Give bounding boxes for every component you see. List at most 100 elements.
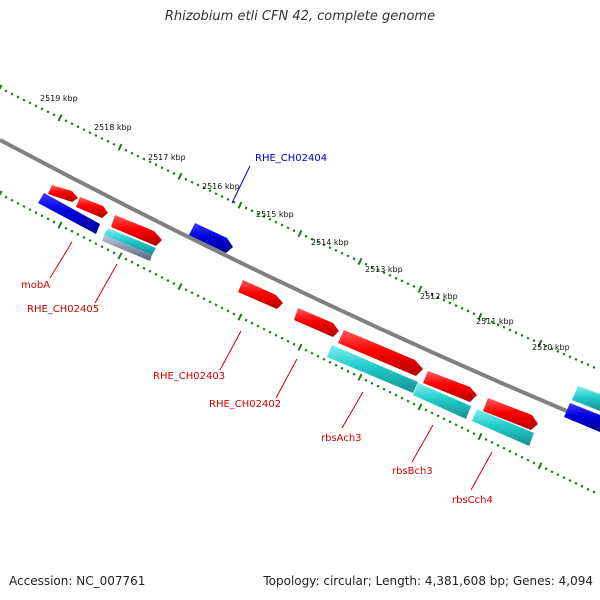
outer-scale-minor-tick [262,215,266,218]
gene-arrow-forward[interactable] [483,398,538,430]
inner-scale-minor-tick [346,369,350,373]
outer-scale-minor-tick [448,301,452,305]
gene-label-rbsBch3[interactable]: rbsBch3 [392,466,433,477]
outer-scale-minor-tick [568,355,572,359]
gene-arrow-forward[interactable] [76,197,108,218]
kbp-label-2510: 2510 kbp [532,343,570,352]
outer-scale-major-tick [177,172,183,180]
inner-scale-minor-tick [106,248,110,252]
outer-scale-minor-tick [514,331,518,335]
inner-scale-minor-tick [388,390,392,394]
kbp-label-2519: 2519 kbp [40,94,78,103]
gene-arrow-mobA-reverse[interactable] [38,193,100,234]
inner-scale-minor-tick [196,294,200,298]
inner-scale-minor-tick [364,378,368,382]
outer-scale-minor-tick [226,197,230,201]
inner-scale-minor-tick [508,449,512,453]
inner-scale-minor-tick [202,297,206,301]
inner-scale-minor-tick [514,452,518,456]
gene-label-rbsAch3[interactable]: rbsAch3 [321,433,362,444]
gene-arrow-reverse[interactable] [564,403,600,432]
outer-scale-minor-tick [232,200,236,204]
inner-scale-minor-tick [442,417,446,421]
genome-summary-text: Topology: circular; Length: 4,381,608 bp… [263,574,593,588]
outer-scale-major-tick [417,285,423,293]
inner-scale-minor-tick [400,396,404,400]
kbp-label-2511: 2511 kbp [476,317,514,326]
gene-arrow-mobA-top-forward[interactable] [48,185,78,202]
gene-label-RHE_CH02405[interactable]: RHE_CH02405 [27,304,99,315]
gene-arrow-rbsAch3[interactable] [327,345,418,393]
inner-scale-minor-tick [394,393,398,397]
outer-scale-minor-tick [460,306,464,310]
inner-scale-minor-tick [436,414,440,418]
inner-scale-minor-tick [406,399,410,403]
outer-scale-minor-tick [136,154,140,158]
inner-scale-minor-tick [22,204,26,208]
gene-arrow-rbsBch3[interactable] [413,383,471,419]
gene-arrow-rna[interactable] [572,386,600,411]
outer-scale-minor-tick [154,163,158,167]
inner-scale-minor-tick [154,272,158,276]
kbp-label-2517: 2517 kbp [148,153,186,162]
gene-label-RHE_CH02403[interactable]: RHE_CH02403 [153,371,225,382]
outer-scale-minor-tick [244,206,248,210]
outer-scale-minor-tick [412,284,416,288]
outer-scale-minor-tick [370,265,374,269]
gene-arrow-rbsCch4[interactable] [472,409,534,446]
outer-scale-minor-tick [208,189,212,193]
kbp-label-2514: 2514 kbp [311,238,349,247]
inner-scale-minor-tick [550,470,554,474]
gene-arrow-RHE_CH02402-forward[interactable] [294,308,339,337]
outer-scale-minor-tick [172,172,176,175]
outer-scale-major-tick [57,114,63,122]
leader-rbsBch3 [411,424,434,463]
outer-scale-minor-tick [166,169,170,173]
gene-arrow-forward[interactable] [423,371,477,402]
inner-scale-minor-tick [532,461,536,465]
inner-scale-minor-tick [370,381,374,385]
outer-scale-minor-tick [148,160,152,164]
inner-scale-major-tick [537,462,543,470]
inner-scale-minor-tick [256,324,260,328]
outer-scale-minor-tick [352,257,356,261]
kbp-label-2516: 2516 kbp [202,182,240,191]
outer-scale-minor-tick [364,262,368,266]
inner-scale-major-tick [417,403,423,411]
inner-scale-minor-tick [592,490,596,494]
inner-scale-minor-tick [382,387,386,391]
gene-label-RHE_CH02404[interactable]: RHE_CH02404 [255,153,327,164]
inner-scale-minor-tick [172,282,176,286]
leader-RHE_CH02405 [94,263,118,304]
inner-scale-minor-tick [568,479,572,482]
inner-scale-ring [0,190,596,494]
gene-label-RHE_CH02402[interactable]: RHE_CH02402 [209,399,281,410]
outer-scale-minor-tick [580,360,584,364]
outer-scale-minor-tick [346,254,350,258]
outer-scale-minor-tick [52,113,56,117]
genome-backbone-line [0,138,600,427]
outer-scale-minor-tick [322,243,326,247]
outer-scale-minor-tick [10,92,14,96]
outer-scale-major-tick [0,84,3,91]
gene-arrow-RHE_CH02404-reverse[interactable] [189,223,233,253]
inner-scale-major-tick [177,283,183,291]
gene-arrow-forward[interactable] [111,215,162,246]
gene-label-mobA[interactable]: mobA [21,280,50,291]
inner-scale-minor-tick [112,251,116,255]
gene-label-rbsCch4[interactable]: rbsCch4 [452,495,493,506]
outer-scale-minor-tick [526,336,530,340]
inner-scale-minor-tick [82,235,86,239]
gene-arrow-pseudo[interactable] [102,235,152,261]
gene-arrow-forward[interactable] [338,330,423,376]
inner-scale-minor-tick [76,232,80,236]
inner-scale-minor-tick [148,269,152,273]
inner-scale-minor-tick [214,303,218,307]
gene-arrow-rna[interactable] [104,228,156,255]
outer-scale-minor-tick [406,282,410,286]
gene-arrow-RHE_CH02403-forward[interactable] [238,280,283,309]
outer-scale-minor-tick [40,107,44,111]
inner-scale-minor-tick [352,372,356,376]
